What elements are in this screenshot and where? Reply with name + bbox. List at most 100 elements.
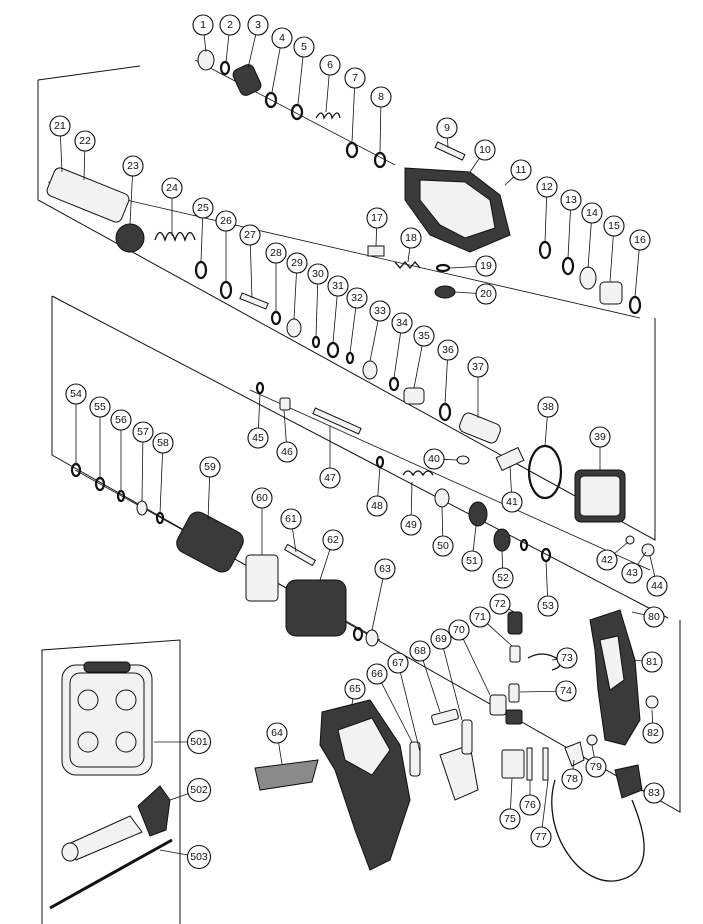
callout-circle-30 xyxy=(307,263,329,285)
callout-circle-42 xyxy=(596,549,618,571)
leader-line-29 xyxy=(293,272,297,320)
callout-circle-24 xyxy=(161,177,183,199)
callout-circle-48 xyxy=(366,495,388,517)
callout-46: 46 xyxy=(276,441,298,463)
callout-circle-17 xyxy=(366,207,388,229)
callout-32: 32 xyxy=(346,287,368,309)
callout-circle-74 xyxy=(555,680,577,702)
callout-circle-44 xyxy=(646,575,668,597)
callout-number-43: 43 xyxy=(626,567,638,579)
callout-number-83: 83 xyxy=(648,787,660,799)
callout-61: 61 xyxy=(280,508,302,530)
callout-62: 62 xyxy=(322,529,344,551)
callout-64: 64 xyxy=(266,722,288,744)
callout-circle-5 xyxy=(293,36,315,58)
callout-72: 72 xyxy=(489,593,511,615)
callout-number-50: 50 xyxy=(437,540,449,552)
callout-circle-60 xyxy=(251,487,273,509)
callout-5: 5 xyxy=(293,36,315,58)
leader-line-9 xyxy=(447,137,449,149)
callout-number-28: 28 xyxy=(270,247,282,259)
callout-number-74: 74 xyxy=(560,685,572,697)
callout-number-34: 34 xyxy=(396,317,408,329)
callout-45: 45 xyxy=(247,427,269,449)
callout-number-54: 54 xyxy=(70,388,82,400)
assembly-frame-middle xyxy=(51,295,681,813)
callout-number-35: 35 xyxy=(418,330,430,342)
callout-number-23: 23 xyxy=(127,160,139,172)
callout-54: 54 xyxy=(65,383,87,405)
callout-circle-20 xyxy=(475,283,497,305)
callout-28: 28 xyxy=(265,242,287,264)
callout-23: 23 xyxy=(122,155,144,177)
callout-number-27: 27 xyxy=(244,229,256,241)
leader-line-50 xyxy=(441,506,444,537)
callout-68: 68 xyxy=(409,640,431,662)
leader-line-48 xyxy=(377,466,381,497)
callout-circle-12 xyxy=(536,176,558,198)
leader-line-63 xyxy=(371,578,384,631)
callout-number-5: 5 xyxy=(301,41,307,53)
callout-circle-55 xyxy=(89,396,111,418)
callout-50: 50 xyxy=(432,535,454,557)
callout-circle-69 xyxy=(430,628,452,650)
callout-number-8: 8 xyxy=(378,91,384,103)
callout-number-61: 61 xyxy=(285,513,297,525)
callout-7: 7 xyxy=(344,67,366,89)
callout-2: 2 xyxy=(219,14,241,36)
callout-number-49: 49 xyxy=(405,519,417,531)
leader-line-12 xyxy=(544,196,548,243)
callout-circle-11 xyxy=(510,159,532,181)
callout-number-82: 82 xyxy=(647,727,659,739)
callout-number-52: 52 xyxy=(497,572,509,584)
callout-circle-39 xyxy=(589,426,611,448)
callout-circle-40 xyxy=(423,448,445,470)
callout-circle-52 xyxy=(492,567,514,589)
callout-number-69: 69 xyxy=(435,633,447,645)
callout-number-13: 13 xyxy=(565,194,577,206)
callout-number-77: 77 xyxy=(535,831,547,843)
leader-line-22 xyxy=(83,150,86,181)
callout-number-9: 9 xyxy=(444,122,450,134)
callout-52: 52 xyxy=(492,567,514,589)
leader-line-59 xyxy=(207,476,211,521)
leader-line-52 xyxy=(501,550,504,569)
leader-line-13 xyxy=(567,209,571,259)
callout-53: 53 xyxy=(537,595,559,617)
leader-line-32 xyxy=(349,307,357,354)
leader-line-7 xyxy=(351,87,355,143)
callout-27: 27 xyxy=(239,224,261,246)
callout-number-64: 64 xyxy=(271,727,283,739)
callout-number-14: 14 xyxy=(586,207,598,219)
callout-number-502: 502 xyxy=(190,784,208,796)
callout-73: 73 xyxy=(556,647,578,669)
leader-line-66 xyxy=(381,682,413,743)
callout-number-75: 75 xyxy=(504,813,516,825)
callout-78: 78 xyxy=(561,768,583,790)
callout-number-20: 20 xyxy=(480,288,492,300)
callout-circle-57 xyxy=(132,421,154,443)
callout-circle-13 xyxy=(560,189,582,211)
callout-number-26: 26 xyxy=(220,215,232,227)
callout-21: 21 xyxy=(49,115,71,137)
callout-number-10: 10 xyxy=(479,144,491,156)
callout-circle-26 xyxy=(215,210,237,232)
callout-number-2: 2 xyxy=(227,19,233,31)
callout-66: 66 xyxy=(366,663,388,685)
callout-circle-36 xyxy=(437,339,459,361)
leader-line-73 xyxy=(551,658,558,661)
callout-80: 80 xyxy=(643,606,665,628)
callout-circle-9 xyxy=(436,117,458,139)
callout-circle-75 xyxy=(499,808,521,830)
callout-38: 38 xyxy=(537,396,559,418)
callout-circle-43 xyxy=(621,562,643,584)
callout-501: 501 xyxy=(186,729,212,755)
callout-circle-70 xyxy=(448,619,470,641)
leader-line-27 xyxy=(249,244,253,299)
callout-circle-31 xyxy=(327,275,349,297)
leader-line-19 xyxy=(449,266,477,269)
leader-line-502 xyxy=(169,793,189,801)
callout-number-1: 1 xyxy=(200,19,206,31)
callout-19: 19 xyxy=(475,255,497,277)
callout-number-15: 15 xyxy=(608,220,620,232)
